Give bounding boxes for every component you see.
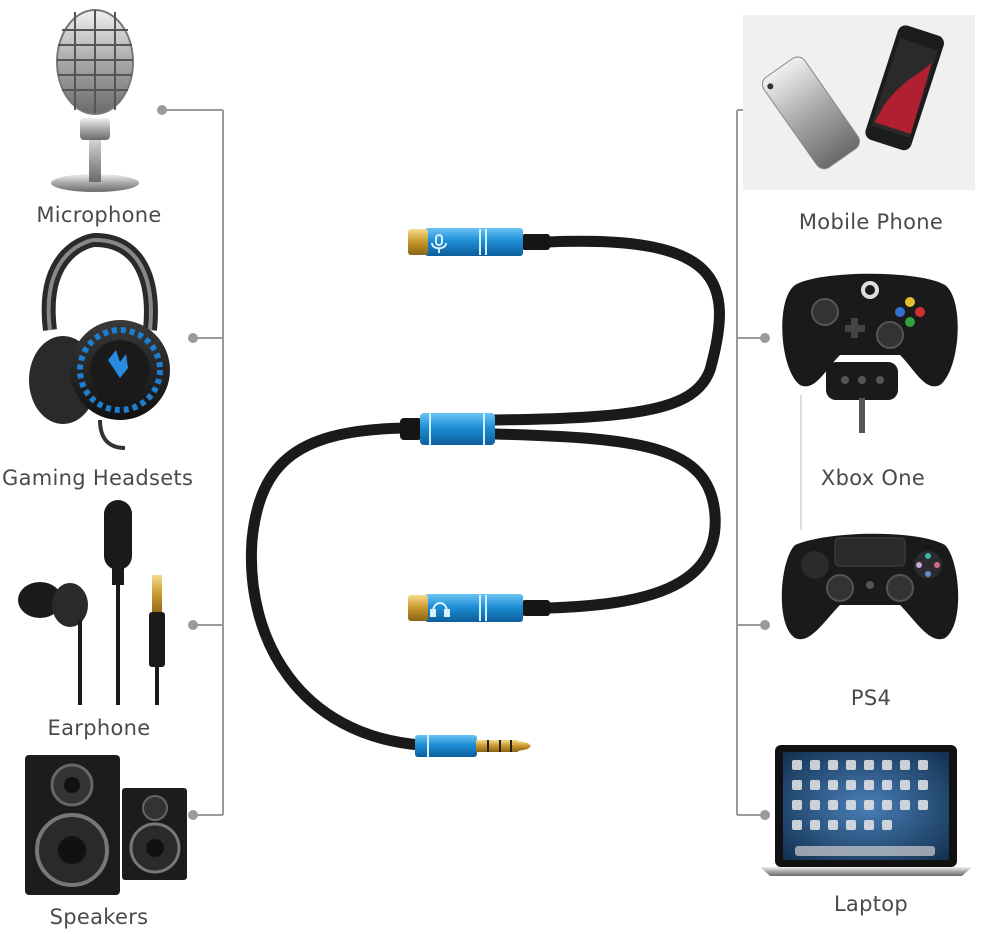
- microphone-symbol-icon: [431, 234, 447, 253]
- device-label-ps4: PS4: [850, 686, 892, 710]
- device-label-mobile-phone: Mobile Phone: [798, 210, 944, 234]
- device-label-gaming-headsets: Gaming Headsets: [2, 466, 194, 490]
- xbox-controller-icon: [782, 273, 958, 530]
- headphone-symbol-icon: [430, 602, 450, 617]
- speakers-icon: [25, 755, 187, 895]
- earphone-icon: [18, 500, 165, 705]
- device-label-xbox-one: Xbox One: [820, 466, 926, 490]
- device-label-microphone: Microphone: [36, 203, 162, 227]
- device-label-earphone: Earphone: [47, 716, 151, 740]
- splitter-merge-barrel: [400, 413, 495, 445]
- device-label-laptop: Laptop: [833, 892, 909, 916]
- splitter-cable: [245, 235, 725, 751]
- headphone-socket-connector: [408, 594, 550, 622]
- left-connector-dots: [157, 105, 198, 820]
- device-label-speakers: Speakers: [49, 905, 149, 929]
- ps4-controller-icon: [781, 533, 959, 640]
- left-connector-lines: [162, 109, 224, 816]
- microphone-icon: [51, 9, 139, 192]
- right-connector-lines: [736, 109, 776, 816]
- mic-socket-connector: [408, 228, 550, 256]
- right-connector-dots: [760, 105, 781, 820]
- trrs-plug-connector: [415, 735, 531, 757]
- mobile-phone-icon: [743, 15, 975, 190]
- laptop-icon: [760, 745, 972, 876]
- headset-icon: [29, 232, 170, 450]
